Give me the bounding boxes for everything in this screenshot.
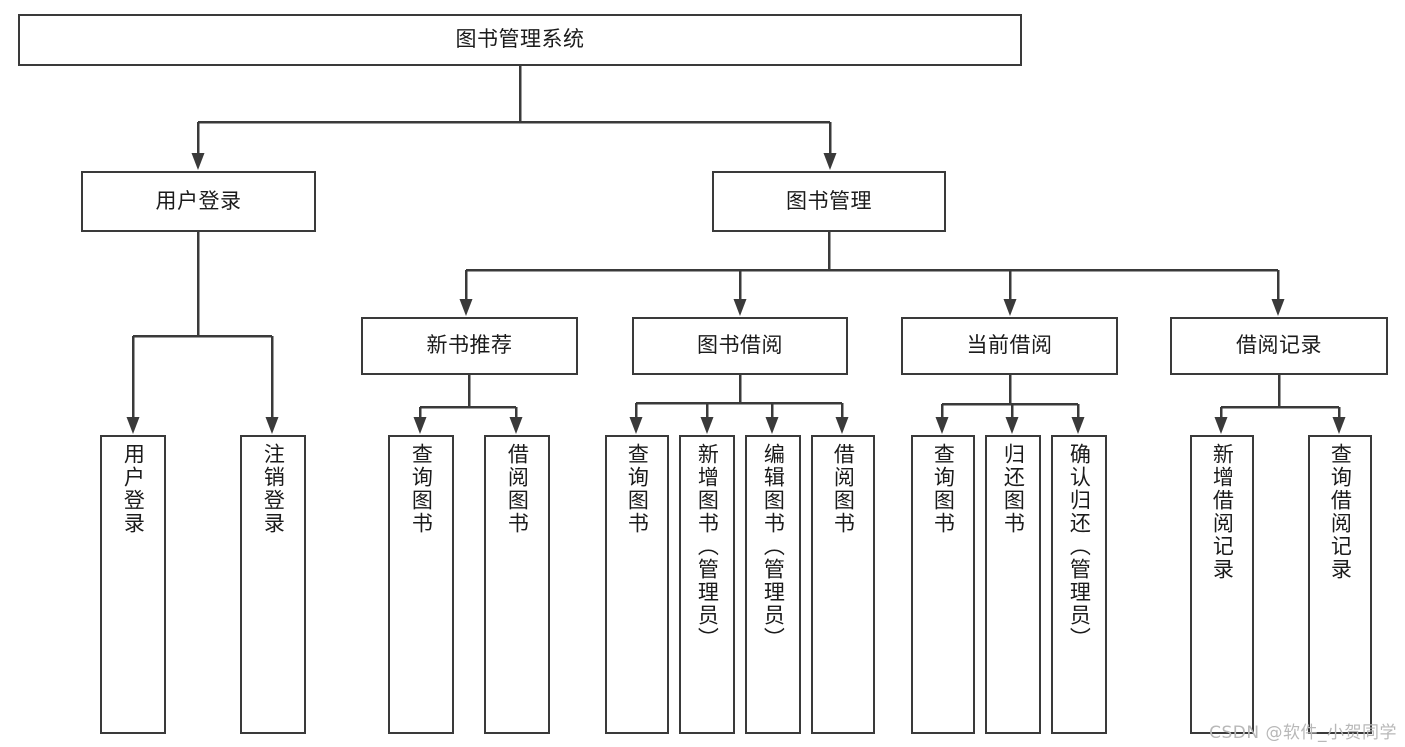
arrowhead-icon [509, 417, 523, 434]
node-label: 查询图书 [931, 443, 956, 535]
node-book-manage[interactable]: 图书管理 [712, 171, 946, 232]
node-leaf-confirm-return[interactable]: 确认归还（管理员） [1051, 435, 1107, 734]
arrowhead-icon [733, 299, 747, 316]
node-label: 查询图书 [409, 443, 434, 535]
node-label: 当前借阅 [966, 333, 1053, 358]
node-leaf-add-borrow-record[interactable]: 新增借阅记录 [1190, 435, 1254, 734]
node-label: 新增借阅记录 [1210, 443, 1235, 581]
node-label: 借阅图书 [505, 443, 530, 535]
arrowhead-icon [835, 417, 849, 434]
node-leaf-user-logout[interactable]: 注销登录 [240, 435, 306, 734]
node-label: 确认归还（管理员） [1067, 443, 1092, 650]
arrowhead-icon [1271, 299, 1285, 316]
node-book-borrow[interactable]: 图书借阅 [632, 317, 848, 375]
node-leaf-query-book-3[interactable]: 查询图书 [911, 435, 975, 734]
node-new-book-recommend[interactable]: 新书推荐 [361, 317, 578, 375]
node-user-login[interactable]: 用户登录 [81, 171, 316, 232]
arrowhead-icon [1332, 417, 1346, 434]
node-leaf-query-book-2[interactable]: 查询图书 [605, 435, 669, 734]
arrowhead-icon [1005, 417, 1019, 434]
node-label: 用户登录 [155, 188, 242, 213]
arrowhead-icon [1071, 417, 1085, 434]
node-leaf-add-book[interactable]: 新增图书（管理员） [679, 435, 735, 734]
arrowhead-icon [935, 417, 949, 434]
arrowhead-icon [823, 153, 837, 170]
arrowhead-icon [459, 299, 473, 316]
node-label: 图书借阅 [697, 333, 783, 358]
arrowhead-icon [413, 417, 427, 434]
node-label: 借阅图书 [831, 443, 856, 535]
arrowhead-icon [191, 153, 205, 170]
arrowhead-icon [265, 417, 279, 434]
node-label: 归还图书 [1001, 443, 1026, 535]
node-label: 借阅记录 [1236, 333, 1322, 358]
arrowhead-icon [1003, 299, 1017, 316]
arrowhead-icon [126, 417, 140, 434]
node-leaf-return-book[interactable]: 归还图书 [985, 435, 1041, 734]
node-label: 注销登录 [261, 443, 286, 535]
watermark: CSDN @软件_小贺同学 [1209, 723, 1397, 743]
node-leaf-user-login[interactable]: 用户登录 [100, 435, 166, 734]
node-borrow-record[interactable]: 借阅记录 [1170, 317, 1388, 375]
node-leaf-borrow-book-1[interactable]: 借阅图书 [484, 435, 550, 734]
arrowhead-icon [629, 417, 643, 434]
node-label: 新书推荐 [426, 333, 513, 358]
node-label: 查询图书 [625, 443, 650, 535]
node-label: 编辑图书（管理员） [761, 443, 786, 650]
node-leaf-query-book-1[interactable]: 查询图书 [388, 435, 454, 734]
node-current-borrow[interactable]: 当前借阅 [901, 317, 1118, 375]
node-label: 用户登录 [121, 443, 146, 535]
node-label: 图书管理系统 [455, 27, 585, 52]
node-label: 查询借阅记录 [1328, 443, 1353, 581]
node-label: 新增图书（管理员） [695, 443, 720, 650]
arrowhead-icon [765, 417, 779, 434]
node-leaf-edit-book[interactable]: 编辑图书（管理员） [745, 435, 801, 734]
node-leaf-query-borrow-record[interactable]: 查询借阅记录 [1308, 435, 1372, 734]
arrowhead-icon [700, 417, 714, 434]
node-label: 图书管理 [786, 188, 872, 213]
arrowhead-icon [1214, 417, 1228, 434]
node-leaf-borrow-book-2[interactable]: 借阅图书 [811, 435, 875, 734]
node-root[interactable]: 图书管理系统 [18, 14, 1022, 66]
